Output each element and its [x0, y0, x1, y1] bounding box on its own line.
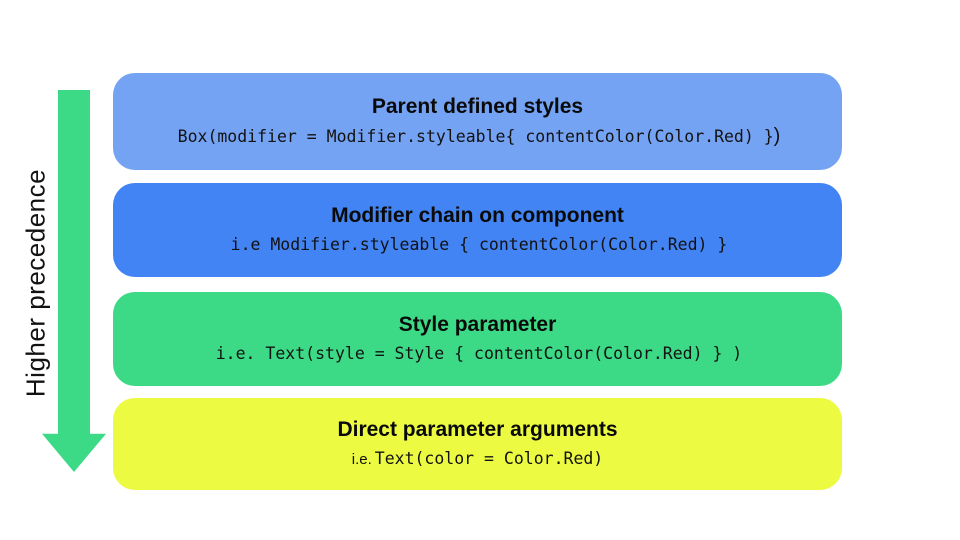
code-prefix: i.e.: [351, 451, 372, 469]
code-text: i.e. Text(style = Style { contentColor(C…: [215, 344, 743, 364]
box-title: Style parameter: [398, 312, 557, 336]
code-text: i.e Modifier.styleable { contentColor(Co…: [230, 235, 728, 255]
box-title: Parent defined styles: [371, 95, 584, 119]
box-code: i.e. Text(style = Style { contentColor(C…: [213, 341, 743, 365]
box-parent-defined-styles: Parent defined styles Box(modifier = Mod…: [113, 73, 842, 170]
box-modifier-chain: Modifier chain on component i.e Modifier…: [113, 183, 842, 277]
box-code: i.e Modifier.styleable { contentColor(Co…: [228, 232, 728, 256]
code-suffix: ): [773, 124, 781, 147]
box-title: Direct parameter arguments: [337, 417, 618, 441]
box-title: Modifier chain on component: [331, 203, 624, 227]
box-direct-parameter-arguments: Direct parameter arguments i.e.Text(colo…: [113, 398, 842, 490]
higher-precedence-label: Higher precedence: [20, 168, 51, 398]
code-text: Text(color = Color.Red): [374, 449, 604, 469]
box-style-parameter: Style parameter i.e. Text(style = Style …: [113, 292, 842, 386]
code-text: Box(modifier = Modifier.styleable{ conte…: [177, 126, 774, 146]
down-arrow-icon: [42, 90, 106, 472]
box-code: i.e.Text(color = Color.Red): [352, 446, 604, 470]
box-code: Box(modifier = Modifier.styleable{ conte…: [175, 124, 781, 148]
